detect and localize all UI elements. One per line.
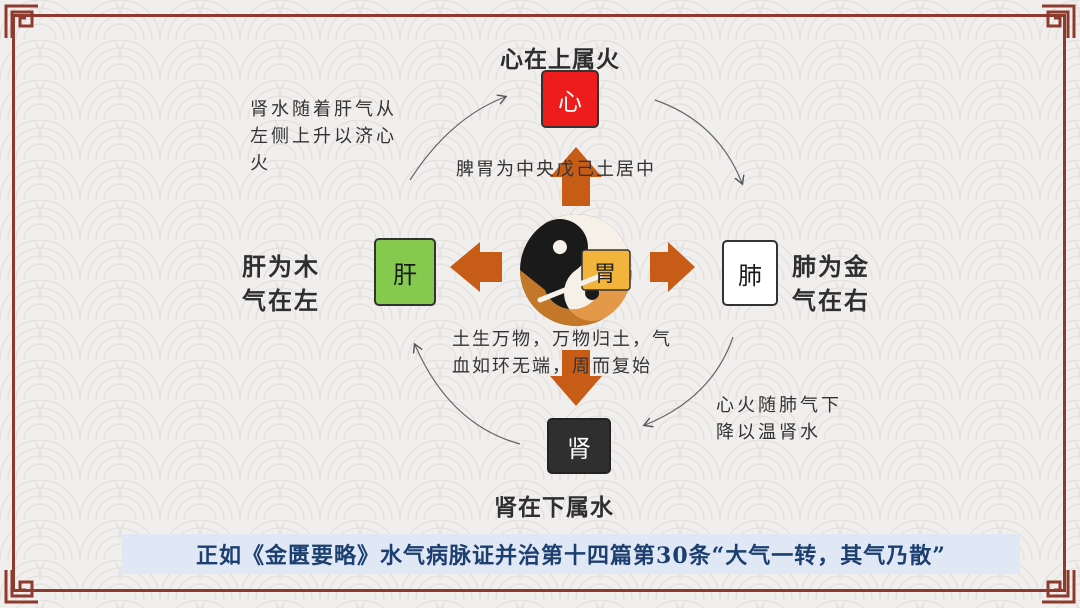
arrow-down [550,350,602,406]
left-label: 肝为木 气在左 [242,250,320,318]
note-bottom-right-line-1: 心火随肺气下 [716,395,842,416]
organ-liver-label: 肝 [393,260,417,289]
note-center-top: 脾胃为中央戊己土居中 [456,159,656,180]
cycle-arc-top-left [409,97,505,181]
cycle-arc-top-right [654,99,742,183]
cycle-arc-bottom-left [415,345,521,445]
note-center-bottom-line-2: 血如环无端，周而复始 [452,356,652,377]
cycle-arc-bottom-right [645,336,734,425]
bottom-title: 肾在下属水 [494,494,614,521]
organ-lung-box: 肺 [722,240,778,306]
fret-corner-icon [1042,570,1076,604]
organ-heart-box: 心 [541,70,599,128]
left-label-line-1: 肝为木 [242,252,320,281]
organ-kidney-box: 肾 [547,418,611,474]
note-center-bottom-line-1: 土生万物，万物归土，气 [452,329,672,350]
decorative-frame [12,14,1066,592]
yin-yang-icon [520,214,632,326]
organ-stomach-label: 胃 [594,262,617,287]
arrow-up [550,147,602,206]
top-title: 心在上属火 [500,46,620,73]
arrow-left [450,242,502,292]
right-label-line-1: 肺为金 [792,252,870,281]
fret-corner-icon [1042,4,1076,38]
right-label-line-2: 气在右 [792,286,870,315]
organ-heart-label: 心 [558,87,582,116]
right-label: 肺为金 气在右 [792,250,870,318]
left-label-line-2: 气在左 [242,286,320,315]
note-top-left-line-1: 肾水随着肝气从 [250,99,397,120]
note-top-left: 肾水随着肝气从 左侧上升以济心 火 [250,96,397,177]
note-center-bottom: 土生万物，万物归土，气 血如环无端，周而复始 [452,326,672,380]
organ-kidney-label: 肾 [567,434,591,463]
fret-corner-icon [4,570,38,604]
quote-caption: 正如《金匮要略》水气病脉证并治第十四篇第30条“大气一转，其气乃散” [122,534,1020,574]
organ-liver-box: 肝 [374,238,436,306]
arrow-right [650,242,695,292]
note-top-left-line-3: 火 [250,153,271,174]
organ-lung-label: 肺 [738,261,762,290]
note-top-left-line-2: 左侧上升以济心 [250,126,397,147]
fret-corner-icon [4,4,38,38]
note-bottom-right-line-2: 降以温肾水 [716,422,821,443]
note-bottom-right: 心火随肺气下 降以温肾水 [716,392,842,446]
